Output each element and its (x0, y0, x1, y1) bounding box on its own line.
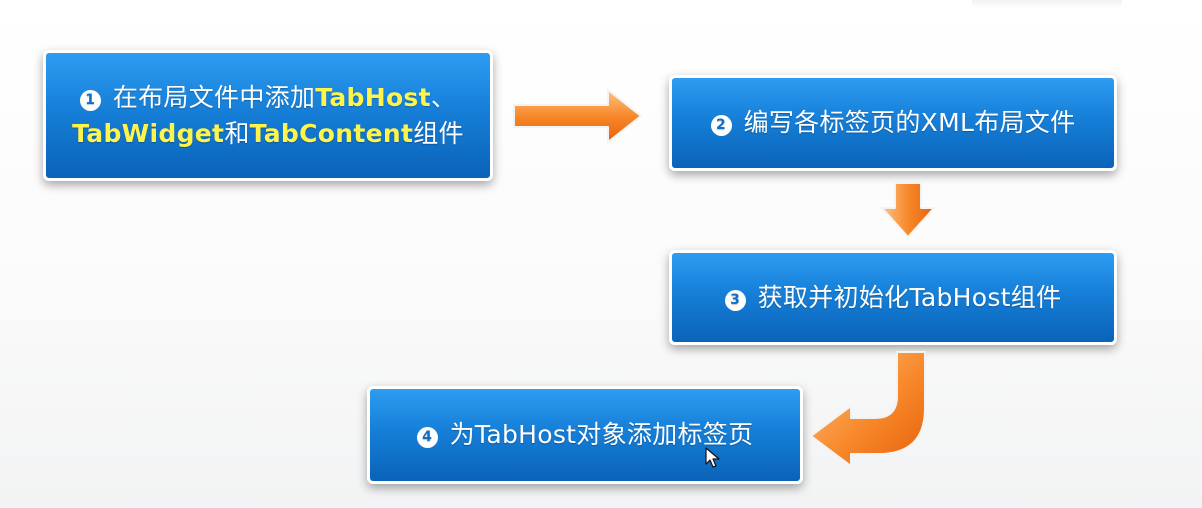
step-3-box: 3 获取并初始化TabHost组件 (669, 250, 1117, 345)
step-2-number: 2 (710, 115, 732, 136)
step-1-text-a: 在布局文件中添加 (112, 82, 316, 112)
step-3-text-wrap: 3 获取并初始化TabHost组件 (724, 280, 1062, 316)
step-1-text-and: 和 (224, 118, 250, 148)
step-1-line-2: TabWidget和TabContent组件 (72, 116, 464, 152)
mouse-pointer-icon (705, 447, 720, 468)
arrow-curved-left-icon (810, 351, 926, 467)
step-3-number: 3 (724, 289, 746, 311)
step-1-line-1: 1 在布局文件中添加TabHost、 (72, 80, 464, 116)
step-4-box: 4 为TabHost对象添加标签页 (367, 386, 803, 484)
step-4-number: 4 (416, 427, 438, 448)
step-4-text: 为TabHost对象添加标签页 (449, 420, 754, 449)
step-2-box: 2 编写各标签页的XML布局文件 (669, 75, 1117, 171)
step-1-text: 1 在布局文件中添加TabHost、 TabWidget和TabContent组件 (72, 80, 464, 152)
arrow-down-icon (881, 182, 935, 238)
step-3-text: 获取并初始化TabHost组件 (757, 282, 1062, 312)
step-1-box: 1 在布局文件中添加TabHost、 TabWidget和TabContent组件 (43, 50, 493, 181)
step-1-text-c: 、 (430, 82, 457, 112)
window-chrome-strip (972, 0, 1122, 8)
step-1-number: 1 (79, 89, 101, 111)
step-4-text-wrap: 4 为TabHost对象添加标签页 (416, 417, 754, 453)
step-2-text: 编写各标签页的XML布局文件 (743, 108, 1076, 137)
step-1-highlight-tabcontent: TabContent (249, 118, 414, 148)
step-2-text-wrap: 2 编写各标签页的XML布局文件 (710, 105, 1076, 141)
step-1-text-component: 组件 (413, 118, 464, 148)
arrow-right-icon (513, 89, 642, 143)
step-1-highlight-tabwidget: TabWidget (72, 118, 225, 148)
step-1-highlight-tabhost: TabHost (315, 82, 431, 112)
